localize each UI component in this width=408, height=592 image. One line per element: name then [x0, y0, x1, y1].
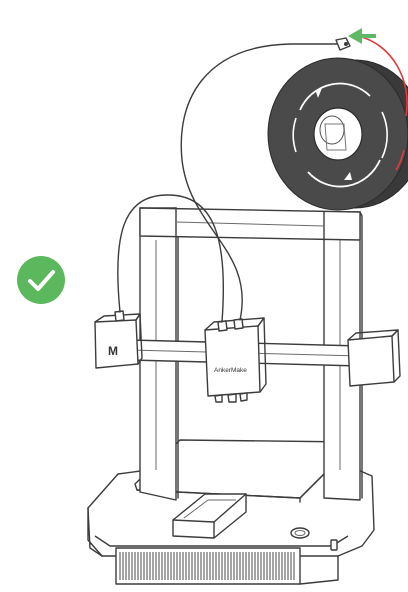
printhead-label: AnkerMake [214, 367, 247, 374]
printhead: AnkerMake [204, 317, 267, 403]
rotation-direction-indicator [357, 35, 408, 171]
power-button-icon [290, 527, 310, 539]
right-end-cap [347, 329, 401, 387]
check-badge-icon [17, 256, 65, 304]
usb-port [330, 539, 338, 551]
feed-direction-arrow-icon [348, 28, 376, 44]
controller-label: M [108, 344, 118, 358]
cables [117, 43, 339, 323]
controller-box: M [94, 310, 143, 369]
base-vent-grille [119, 552, 295, 580]
filament-spool [267, 37, 408, 211]
print-bed [134, 439, 353, 539]
